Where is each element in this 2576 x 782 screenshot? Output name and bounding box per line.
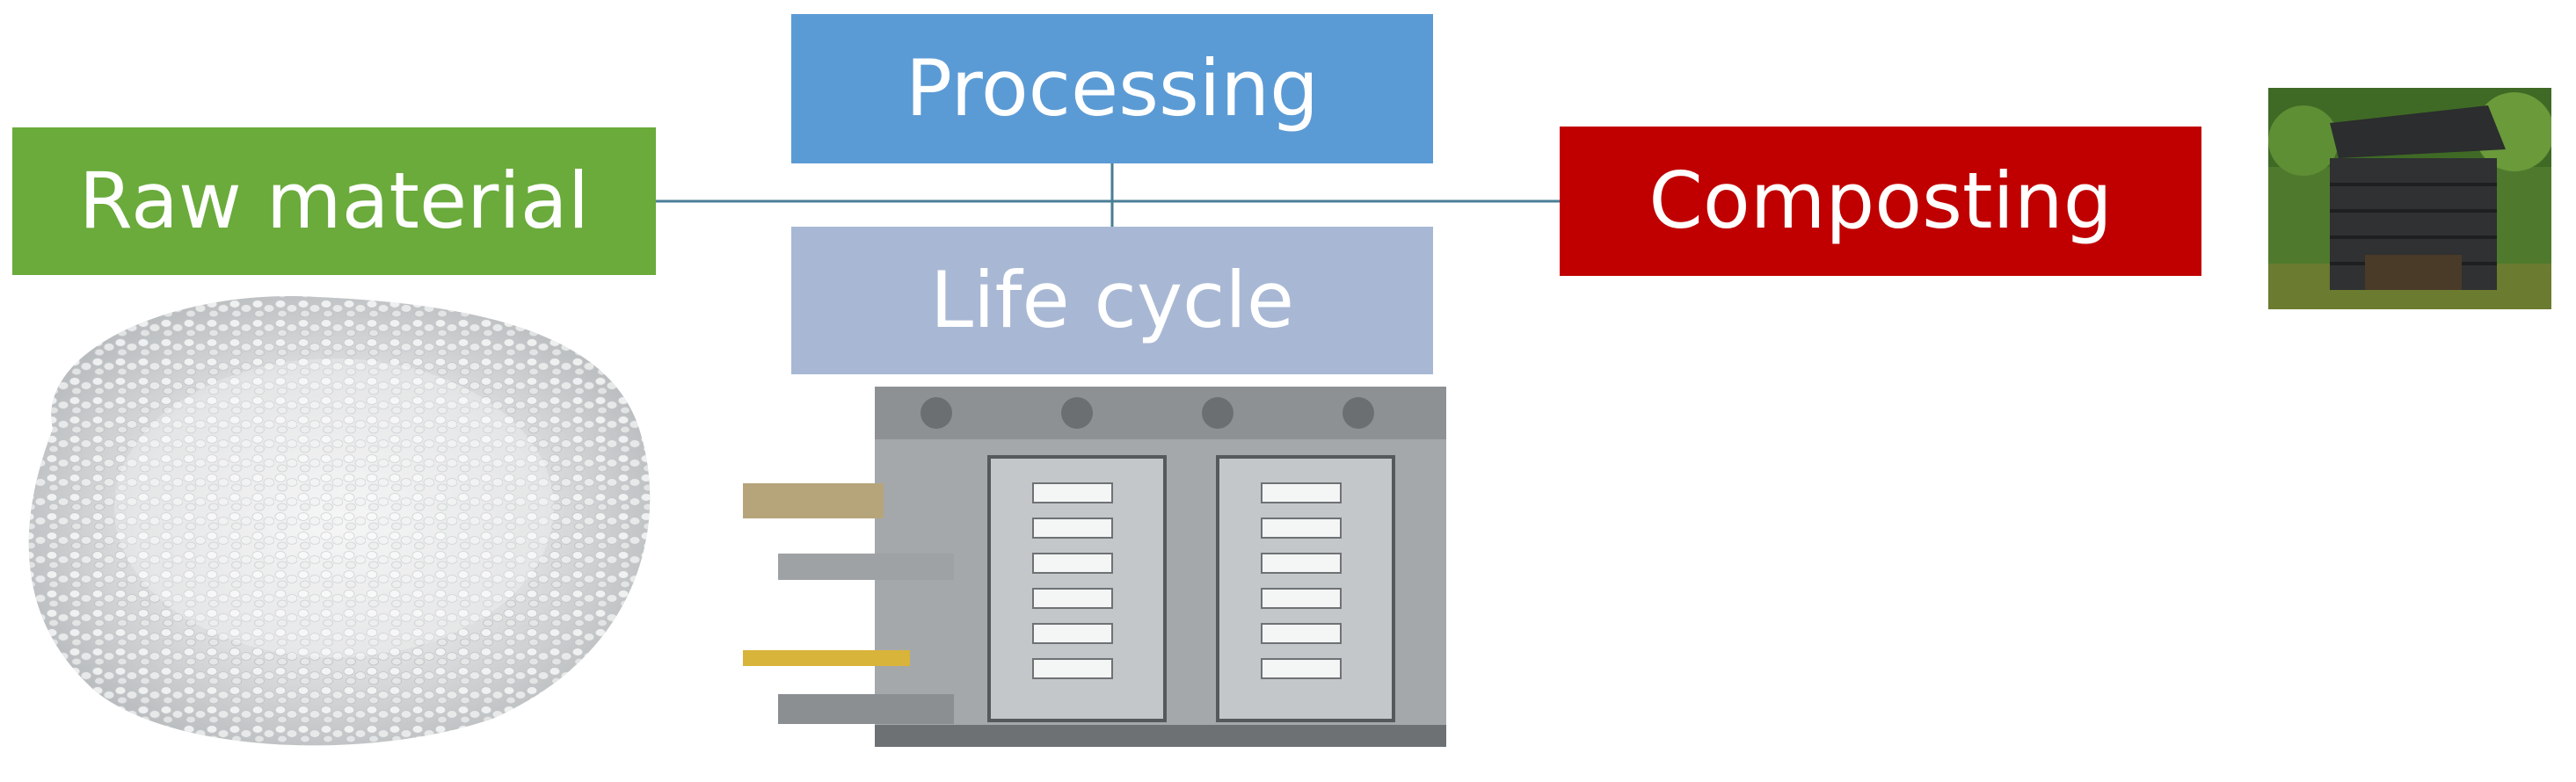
plastic-pellets-image xyxy=(0,279,677,754)
raw-material-label: Raw material xyxy=(78,156,590,246)
plastic-pellets-illustration xyxy=(28,296,651,746)
injection-mold-illustration xyxy=(743,387,1446,747)
life-cycle-box: Life cycle xyxy=(791,227,1433,374)
composting-label: Composting xyxy=(1648,156,2113,246)
life-cycle-label: Life cycle xyxy=(929,255,1294,345)
compost-bin-image xyxy=(2268,88,2551,309)
compost-bin-illustration xyxy=(2268,88,2551,309)
processing-box: Processing xyxy=(791,14,1433,163)
injection-mold-image xyxy=(743,387,1446,747)
processing-label: Processing xyxy=(906,43,1319,134)
composting-box: Composting xyxy=(1560,127,2201,276)
raw-material-box: Raw material xyxy=(12,127,656,275)
